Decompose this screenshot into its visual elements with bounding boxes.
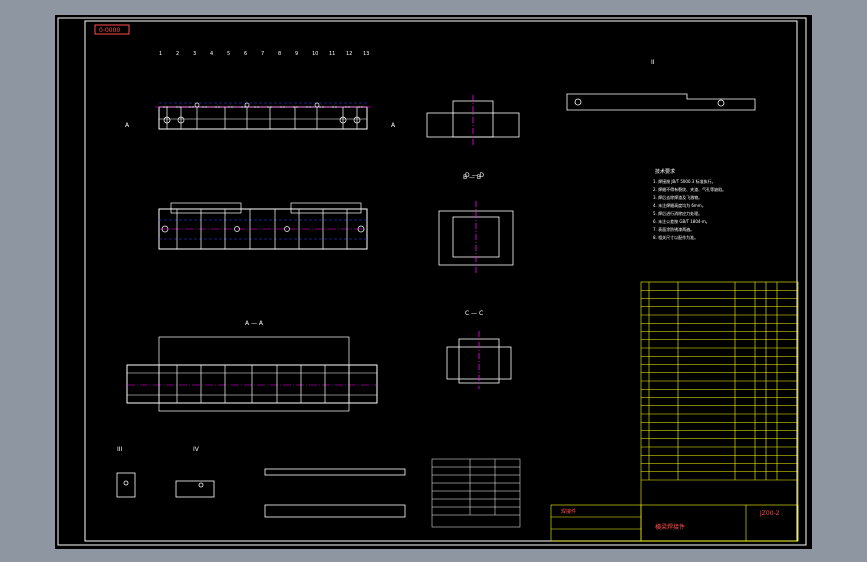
technical-notes: 技术要求 1. 焊接按 JB/T 5000.3 标准执行。 2. 焊缝不得有裂纹、…: [653, 168, 726, 240]
notes-title: 技术要求: [655, 168, 675, 175]
section-b-b: [426, 95, 520, 147]
view-label-detail-ii: II: [651, 59, 655, 66]
plan-view: [158, 202, 368, 250]
detail-views: [116, 468, 406, 518]
front-view: [155, 102, 371, 130]
view-label-c-c: C — C: [465, 310, 483, 317]
view-label-front: A: [125, 122, 130, 129]
view-label-a-a: A — A: [245, 320, 264, 327]
notes-lines: 1. 焊接按 JB/T 5000.3 标准执行。 2. 焊缝不得有裂纹、夹渣、气孔…: [653, 178, 726, 240]
section-a-a: [126, 336, 378, 412]
drawing-tag: 0-0000: [99, 27, 120, 34]
balloon-6: 6: [244, 51, 247, 57]
balloon-3: 3: [193, 51, 196, 57]
inner-border: [84, 20, 798, 542]
detail-ii-view: [566, 93, 756, 111]
balloon-12: 12: [346, 51, 352, 57]
balloon-8: 8: [278, 51, 281, 57]
note-line: 4. 未注焊缝高度均为 6mm。: [653, 202, 706, 208]
parts-list: [640, 281, 799, 542]
note-line: 3. 焊后去除焊渣及飞溅物。: [653, 194, 702, 200]
note-line: 1. 焊接按 JB/T 5000.3 标准执行。: [653, 178, 716, 184]
drawing-number: JZ00-2: [759, 510, 780, 517]
balloon-11: 11: [329, 51, 335, 57]
drawing-title: 横梁焊接件: [655, 523, 685, 531]
note-line: 2. 焊缝不得有裂纹、夹渣、气孔等缺陷。: [653, 186, 726, 192]
outer-border: [57, 17, 807, 546]
balloon-9: 9: [295, 51, 298, 57]
balloon-5: 5: [227, 51, 230, 57]
title-block: 横梁焊接件 JZ00-2 焊接件: [550, 504, 799, 542]
balloon-4: 4: [210, 51, 213, 57]
company-name: 焊接件: [561, 508, 576, 515]
view-label-detail-iii: III: [117, 446, 123, 453]
balloon-10: 10: [312, 51, 318, 57]
view-label-b-b: B — B: [463, 174, 481, 181]
note-line: 8. 相关尺寸以配作为准。: [653, 234, 698, 240]
balloon-7: 7: [261, 51, 264, 57]
section-d-d: [438, 201, 514, 273]
view-label-d-d: D — D: [465, 172, 484, 179]
balloon-13: 13: [363, 51, 369, 57]
view-label-detail-iv: IV: [193, 446, 200, 453]
balloon-1: 1: [159, 51, 162, 57]
section-c-c: [446, 331, 512, 389]
view-label-front: A: [391, 122, 396, 129]
cad-drawing: 0-0000: [57, 17, 807, 546]
drawing-sheet: 0-0000: [55, 15, 812, 549]
balloon-2: 2: [176, 51, 179, 57]
drawing-tag-box: [94, 24, 130, 35]
weld-table: [431, 458, 521, 528]
note-line: 5. 焊后进行消除应力处理。: [653, 210, 702, 216]
note-line: 7. 表面涂防锈漆两遍。: [653, 226, 694, 232]
note-line: 6. 未注公差按 GB/T 1804-m。: [653, 218, 710, 224]
